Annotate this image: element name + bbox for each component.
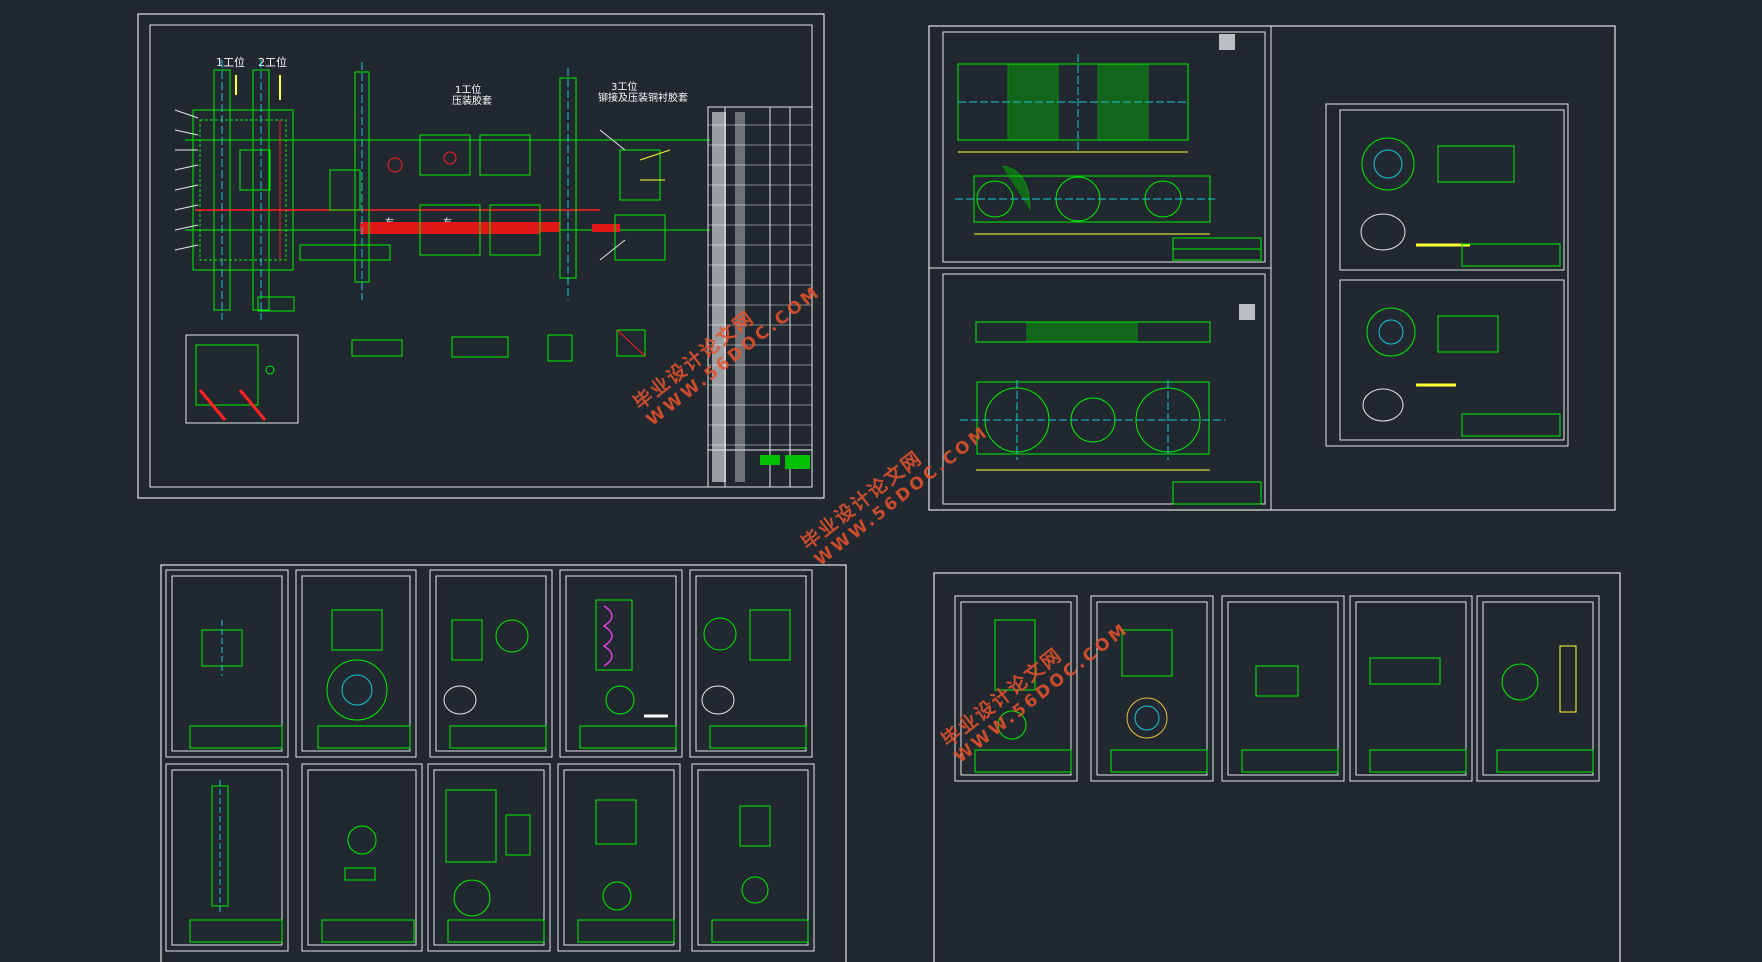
assembly-machine [174,60,710,320]
assembly-detail-views [185,296,646,424]
station-label-2: 2工位 [258,55,287,69]
part-drawing-bracket [960,304,1262,505]
station-callout-1-line2: 压装胶套 [452,94,492,107]
station-callout-3-line2: 铆接及压装铜衬胶套 [598,91,688,104]
sheet-part-drawings [928,25,1616,511]
sheet-process-cards-left [160,564,847,962]
sheet-main-assembly: 1工位 2工位 1工位 压装胶套 3工位 铆接及压装铜衬胶套 右 右 [137,13,825,499]
station-callout-1-line1: 1工位 [455,83,481,96]
bill-of-materials [707,106,813,488]
station-label-1: 1工位 [216,55,245,69]
part-drawing-plate [955,34,1262,261]
sheet-process-cards-right [933,572,1621,962]
station-callout-3-line1: 3工位 [611,80,637,93]
part-drawing-sleeve [1360,137,1561,437]
